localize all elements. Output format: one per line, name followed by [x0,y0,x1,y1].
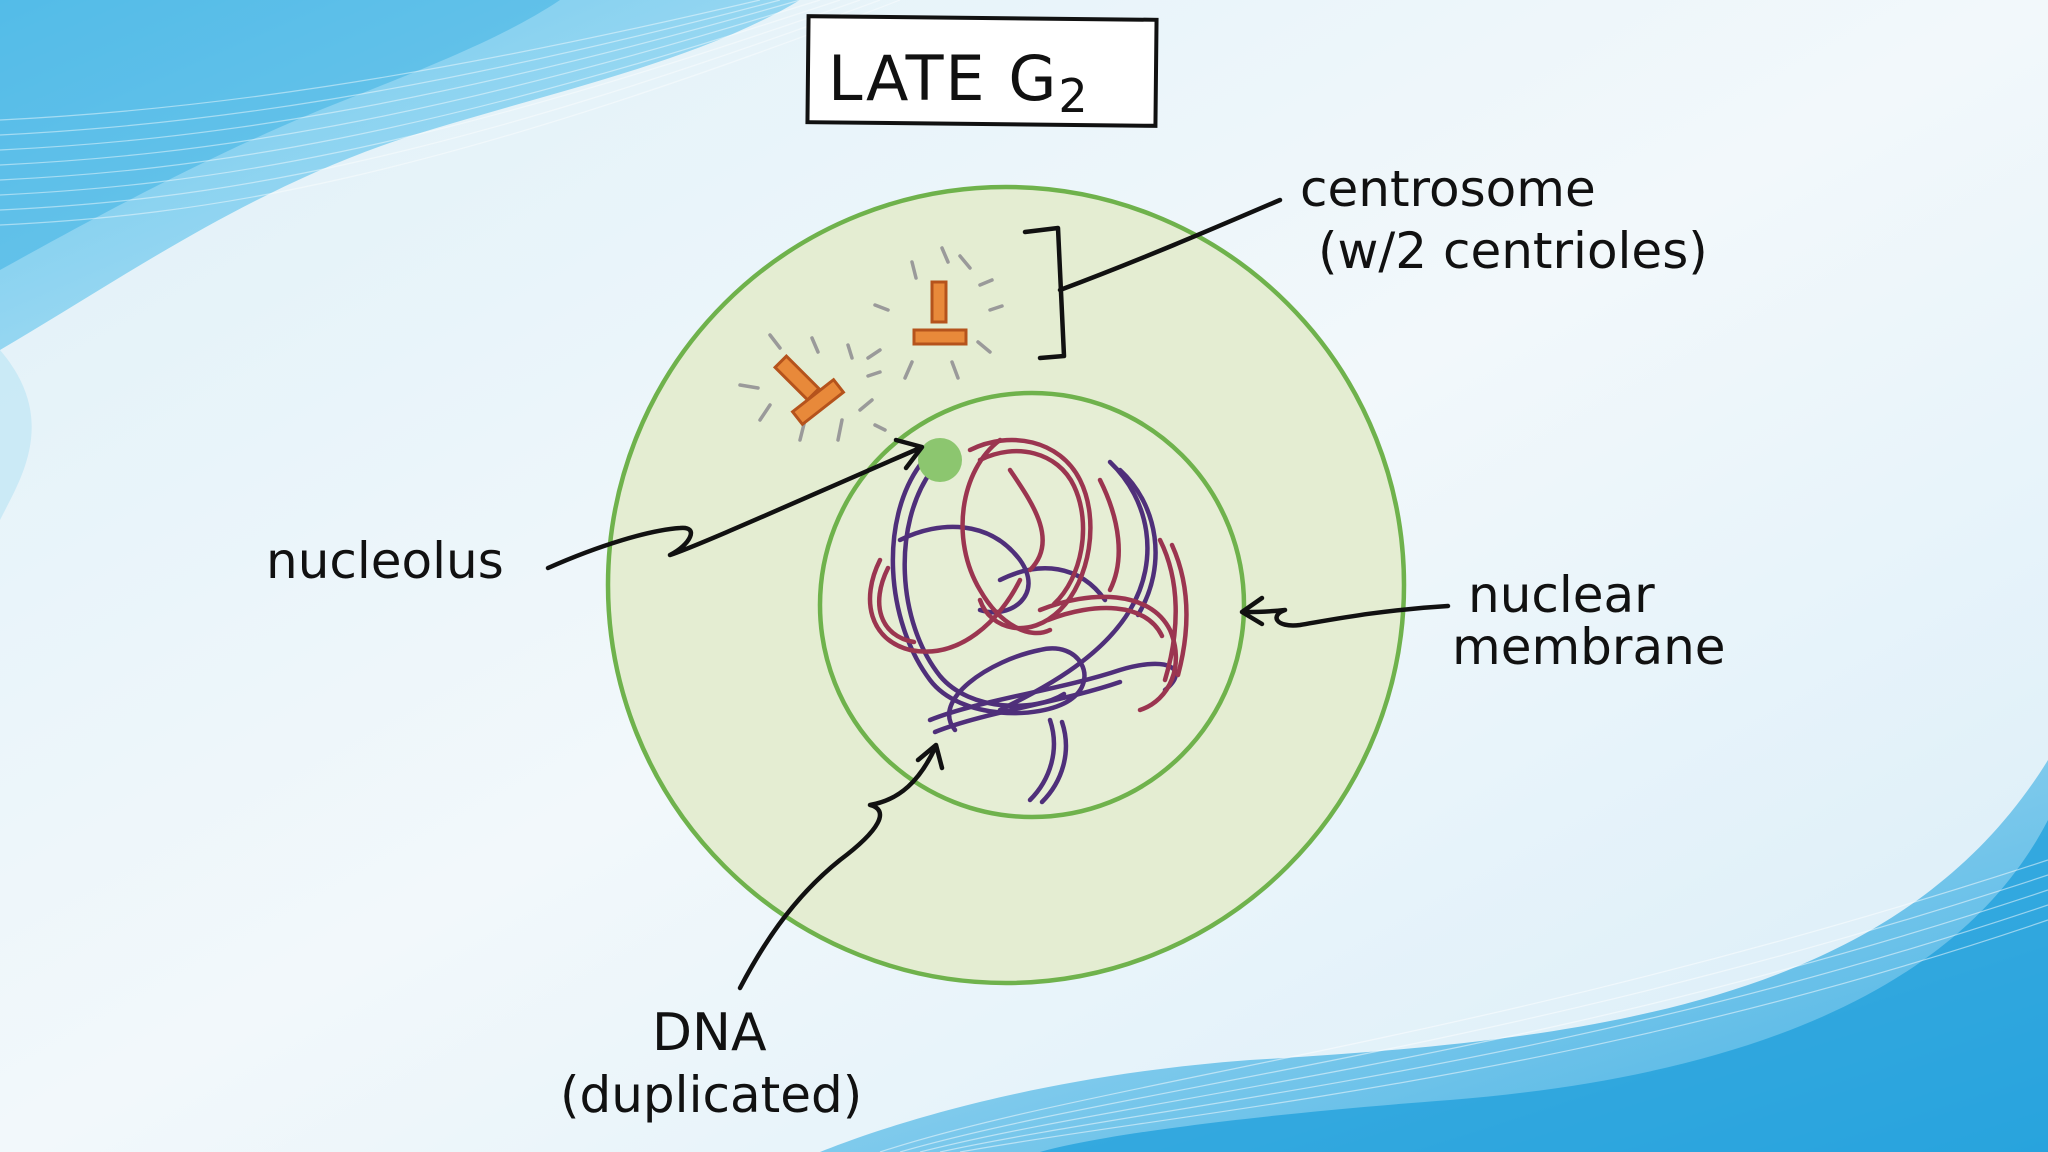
microtubules-right [866,246,1004,380]
centriole-right-a [930,280,948,324]
microtubules-left [738,333,887,442]
centrosome-left [738,333,887,442]
dna-label-line2: (duplicated) [560,1066,862,1124]
dna-red-strands [867,437,1189,713]
nucleus [817,390,1247,820]
nuclear-membrane-label-line2: membrane [1452,618,1726,676]
centriole-right-b [912,328,968,346]
dna-label-line1: DNA [652,1003,767,1063]
centrosome-label-line2: (w/2 centrioles) [1318,222,1708,280]
centrosome-label-line1: centrosome [1300,160,1596,218]
nuclear-membrane-arrow [1239,595,1451,628]
dna-arrow [737,742,945,991]
centrosome-pointer-line [1057,197,1283,293]
decorative-wave-top-left [0,0,901,520]
dna-strands [867,437,1189,805]
nuclear-membrane-label-line1: nuclear [1468,566,1655,624]
nucleolus-label: nucleolus [266,532,504,590]
centriole-left-b [790,377,846,427]
decorative-wave-bottom-right [820,760,2048,1152]
title-box: LATE G2 [805,14,1159,128]
nucleolus-arrow [545,437,925,571]
title-subscript: 2 [1058,69,1089,123]
nucleolus [918,438,962,482]
centrosome-right [866,246,1004,380]
title-text: LATE G2 [828,42,1090,123]
dna-purple-strands [890,459,1178,805]
